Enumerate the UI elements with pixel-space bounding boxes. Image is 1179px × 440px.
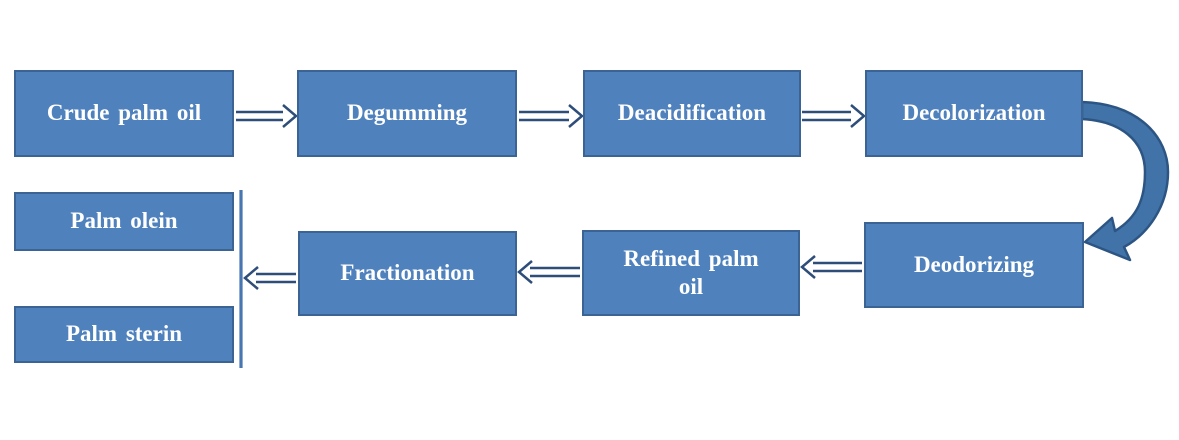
arrow-degumming-to-deacidification [519, 104, 584, 128]
arrow-fractionation-to-split [243, 266, 296, 290]
node-decolorization: Decolorization [865, 70, 1083, 157]
node-refined-palm-oil: Refined palm oil [582, 230, 800, 316]
node-fractionation: Fractionation [298, 231, 517, 316]
arrow-refined-to-fractionation [517, 260, 580, 284]
arrow-crude-to-degumming [236, 104, 298, 128]
node-palm-olein: Palm olein [14, 192, 234, 251]
node-label: Deacidification [617, 100, 767, 126]
node-crude-palm-oil: Crude palm oil [14, 70, 234, 157]
arrow-deacidification-to-decolorization [802, 104, 866, 128]
arrow-deodorizing-to-refined [800, 255, 862, 279]
node-label: Refined palm oil [623, 245, 759, 299]
node-label: Decolorization [902, 100, 1046, 126]
arrow-decolorization-to-deodorizing [1080, 100, 1170, 262]
node-label: Degumming [346, 100, 468, 126]
node-deacidification: Deacidification [583, 70, 801, 157]
node-label: Fractionation [340, 260, 475, 286]
node-label: Crude palm oil [46, 100, 202, 126]
node-label: Palm olein [70, 208, 178, 234]
node-deodorizing: Deodorizing [864, 222, 1084, 308]
node-degumming: Degumming [297, 70, 517, 157]
node-label: Palm sterin [65, 321, 183, 347]
node-label: Deodorizing [913, 251, 1035, 277]
node-palm-sterin: Palm sterin [14, 306, 234, 363]
